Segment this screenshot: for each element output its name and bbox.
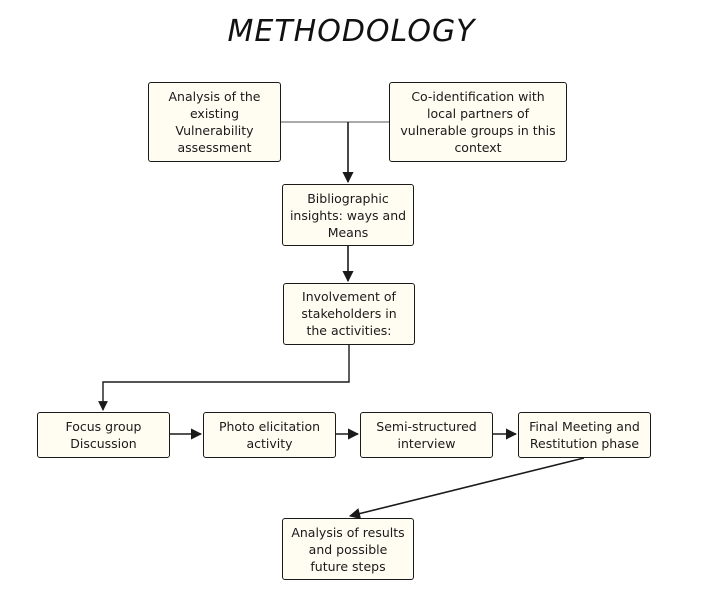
box-existing-assessment-label: Analysis of the existing Vulnerability a… xyxy=(168,89,261,155)
box-semi-structured-label: Semi-structured interview xyxy=(376,419,477,451)
box-focus-group-label: Focus group Discussion xyxy=(65,419,142,451)
box-final-meeting-label: Final Meeting and Restitution phase xyxy=(529,419,640,451)
box-bibliographic: Bibliographic insights: ways and Means xyxy=(282,184,414,246)
box-co-identification: Co-identification with local partners of… xyxy=(389,82,567,162)
box-co-identification-label: Co-identification with local partners of… xyxy=(400,89,556,155)
box-existing-assessment: Analysis of the existing Vulnerability a… xyxy=(148,82,281,162)
box-photo-elicitation: Photo elicitation activity xyxy=(203,412,336,458)
box-photo-elicitation-label: Photo elicitation activity xyxy=(218,419,321,451)
diagram-title: METHODOLOGY xyxy=(227,14,476,49)
box-semi-structured: Semi-structured interview xyxy=(360,412,493,458)
box-involvement: Involvement of stakeholders in the activ… xyxy=(283,283,415,345)
box-analysis-results: Analysis of results and possible future … xyxy=(282,518,414,580)
box-focus-group: Focus group Discussion xyxy=(37,412,170,458)
box-analysis-results-label: Analysis of results and possible future … xyxy=(291,524,405,574)
box-involvement-label: Involvement of stakeholders in the activ… xyxy=(301,289,397,338)
box-final-meeting: Final Meeting and Restitution phase xyxy=(518,412,651,458)
arrow-to-focus-group xyxy=(98,345,350,411)
box-bibliographic-label: Bibliographic insights: ways and Means xyxy=(289,190,407,240)
arrow-to-analysis-results xyxy=(348,457,585,520)
